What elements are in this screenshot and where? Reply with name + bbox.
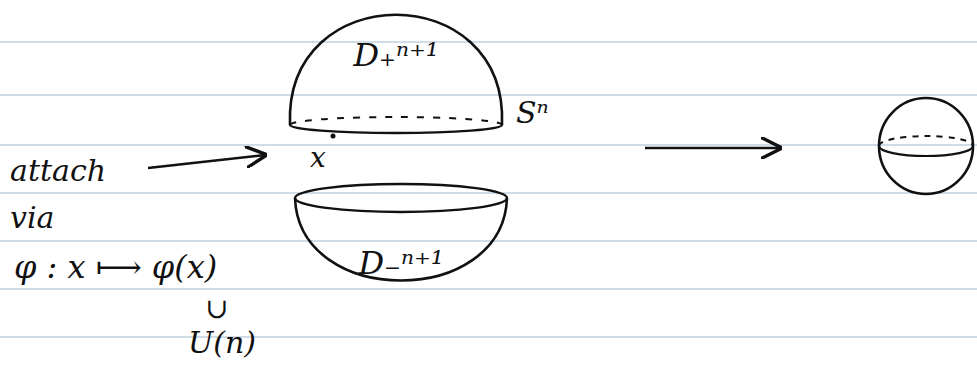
result-sphere [879, 98, 973, 194]
point-x [331, 134, 336, 139]
ruled-lines [0, 42, 977, 337]
sphere-label: Sⁿ [516, 96, 549, 129]
point-label: x [310, 143, 326, 174]
map-arrow [645, 147, 780, 149]
hemisphere-label: D₋ⁿ⁺¹ [293, 246, 509, 281]
hemisphere-label: D₊ⁿ⁺¹ [288, 38, 504, 73]
ruled-line [0, 94, 977, 95]
ruled-line [0, 336, 977, 337]
ruled-line [0, 240, 977, 241]
subset-symbol: ∩ [205, 294, 228, 325]
group-label: U(n) [188, 326, 256, 359]
ruled-line [0, 192, 977, 193]
lower-hemisphere: D₋ⁿ⁺¹ [293, 180, 509, 290]
attach-note: attach via [10, 147, 130, 241]
map-formula: φ : x ⟼ φ(x) [14, 250, 217, 285]
ruled-line [0, 288, 977, 289]
ruled-line [0, 144, 977, 145]
upper-hemisphere: D₊ⁿ⁺¹ [288, 8, 504, 133]
ruled-line [0, 41, 977, 42]
pointer-arrow [148, 155, 265, 168]
